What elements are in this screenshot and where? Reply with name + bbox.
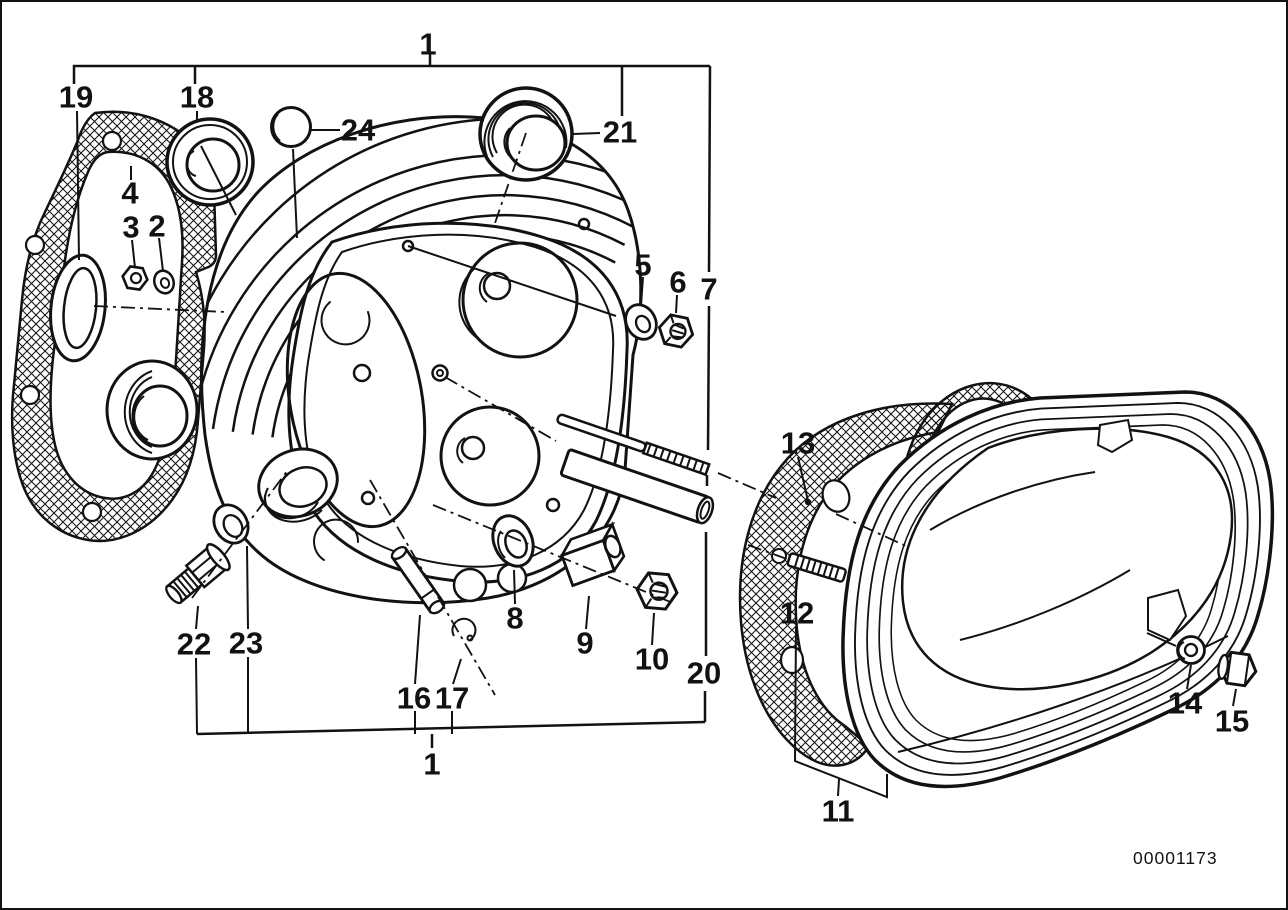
nut6-drawing: [657, 313, 695, 349]
callout-label-10: 10: [635, 642, 669, 677]
callout-label-7: 7: [700, 272, 717, 307]
callout-label-11: 11: [822, 794, 855, 829]
washer2-drawing: [152, 269, 176, 295]
callout-label-1-top: 1: [419, 27, 436, 62]
callout-label-13: 13: [781, 426, 815, 461]
circlip-drawing: [451, 617, 477, 642]
fitting22-drawing: [165, 543, 231, 605]
callout-label-3: 3: [122, 210, 139, 245]
cylinder-head-drawing: [105, 115, 643, 605]
plug15-drawing: [1217, 650, 1258, 688]
callout-label-20: 20: [687, 656, 721, 691]
callout-label-22: 22: [177, 627, 211, 662]
valve-cover-drawing: [841, 390, 1275, 789]
callout-label-1-bottom: 1: [423, 747, 440, 782]
cover-gasket-drawing: [738, 402, 954, 767]
washer23-drawing: [212, 503, 250, 545]
callout-label-4: 4: [121, 176, 139, 211]
callout-label-5: 5: [634, 248, 651, 283]
callout-label-8: 8: [506, 601, 523, 636]
tappet-drawing: [558, 521, 626, 588]
washer5-drawing: [624, 303, 658, 341]
nut3-drawing: [121, 265, 149, 291]
callout-label-24: 24: [341, 113, 376, 148]
callout-label-23: 23: [229, 626, 263, 661]
stud-drawing: [556, 413, 711, 477]
callout-label-18: 18: [180, 80, 214, 115]
diagram-code: 00001173: [1133, 848, 1218, 868]
intake-port-drawing: [257, 447, 339, 523]
washer14-drawing: [1176, 635, 1206, 665]
callout-label-6: 6: [669, 265, 686, 300]
callout-label-2: 2: [148, 209, 165, 244]
callout-label-17: 17: [435, 681, 469, 716]
leader-lines: [72, 52, 1237, 799]
callout-label-12: 12: [780, 596, 814, 631]
callout-label-14: 14: [1168, 686, 1203, 721]
callout-label-19: 19: [59, 80, 93, 115]
cap-drawing: [270, 106, 312, 148]
oval-seal-drawing: [49, 253, 107, 363]
exhaust-port-drawing: [105, 359, 199, 461]
callout-label-15: 15: [1215, 704, 1249, 739]
callout-label-16: 16: [397, 681, 431, 716]
callout-label-9: 9: [576, 626, 593, 661]
callout-label-21: 21: [603, 115, 637, 150]
tube-drawing: [559, 448, 715, 525]
stud12-drawing: [786, 552, 847, 583]
